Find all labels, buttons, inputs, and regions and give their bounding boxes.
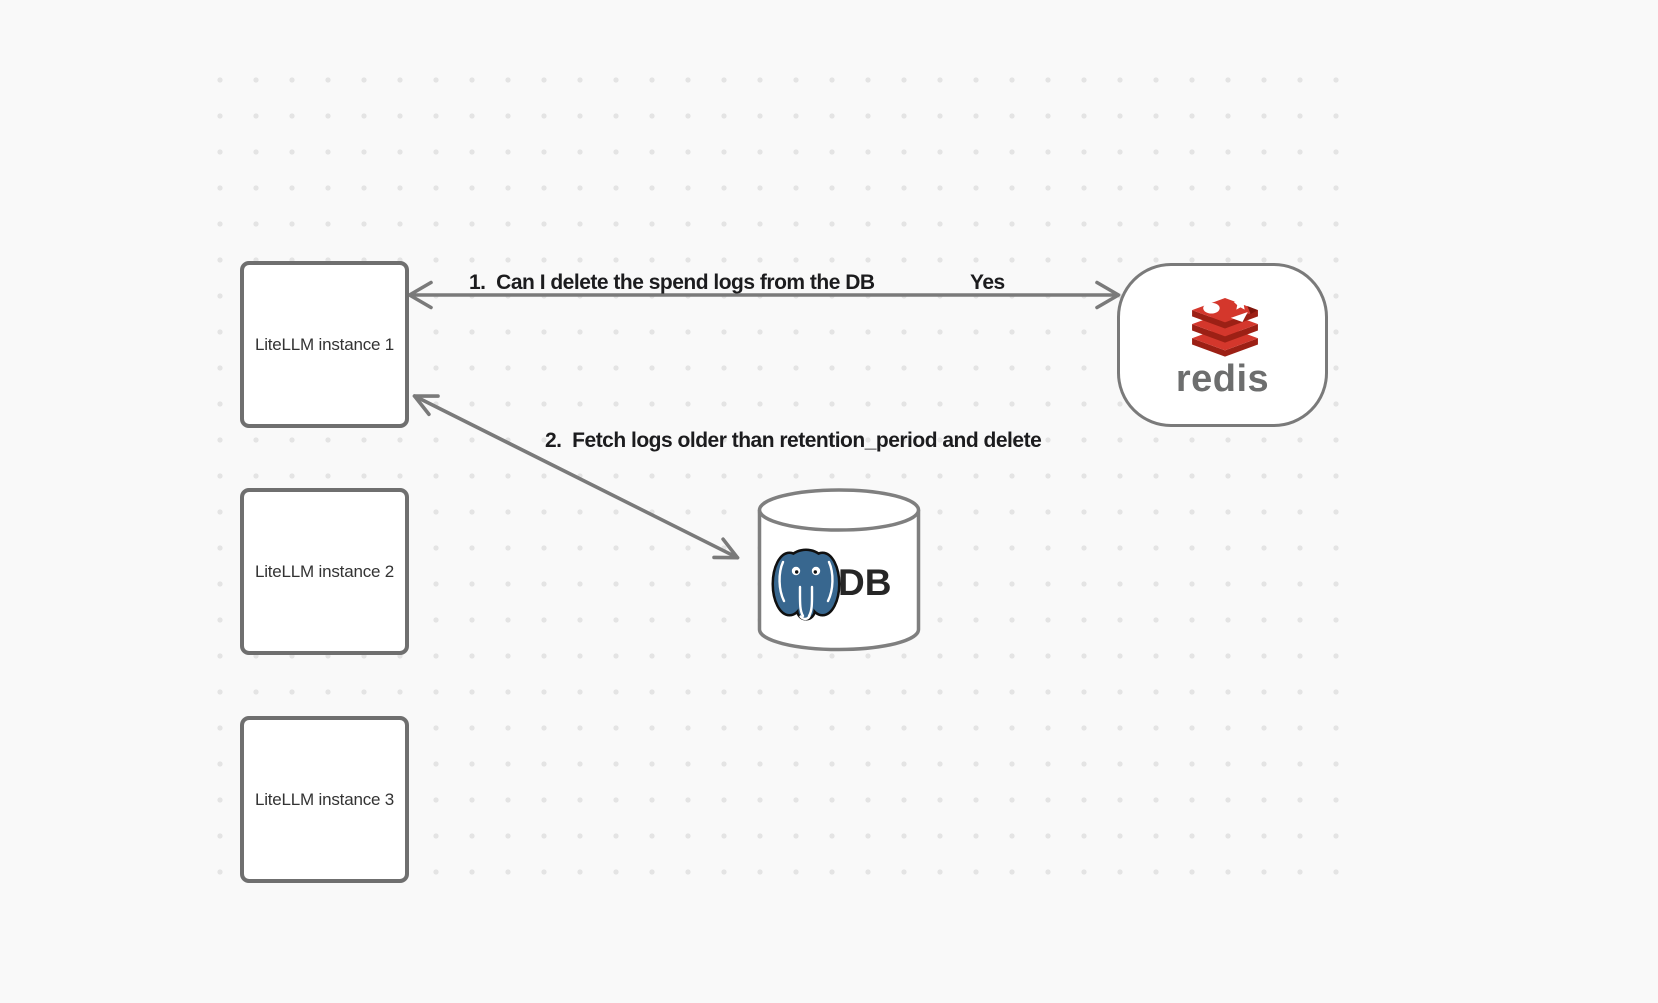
node-litellm-instance-3: LiteLLM instance 3 [240, 716, 409, 883]
node-label: LiteLLM instance 1 [254, 334, 395, 354]
db-label: DB [838, 562, 892, 603]
redis-wordmark: redis [1175, 358, 1270, 400]
node-postgres-db: DB [757, 488, 921, 652]
node-label: LiteLLM instance 3 [254, 789, 395, 809]
postgresql-elephant-icon [771, 548, 841, 621]
redis-logo-icon [1192, 298, 1258, 357]
node-litellm-instance-1: LiteLLM instance 1 [240, 261, 409, 428]
node-litellm-instance-2: LiteLLM instance 2 [240, 488, 409, 655]
arrow-1-label: 1. Can I delete the spend logs from the … [469, 271, 875, 294]
arrow-2-label: 2. Fetch logs older than retention_perio… [545, 429, 1042, 452]
node-label: LiteLLM instance 2 [254, 561, 395, 581]
node-redis: redis [1117, 263, 1328, 427]
arrow-1-response-label: Yes [970, 271, 1005, 294]
